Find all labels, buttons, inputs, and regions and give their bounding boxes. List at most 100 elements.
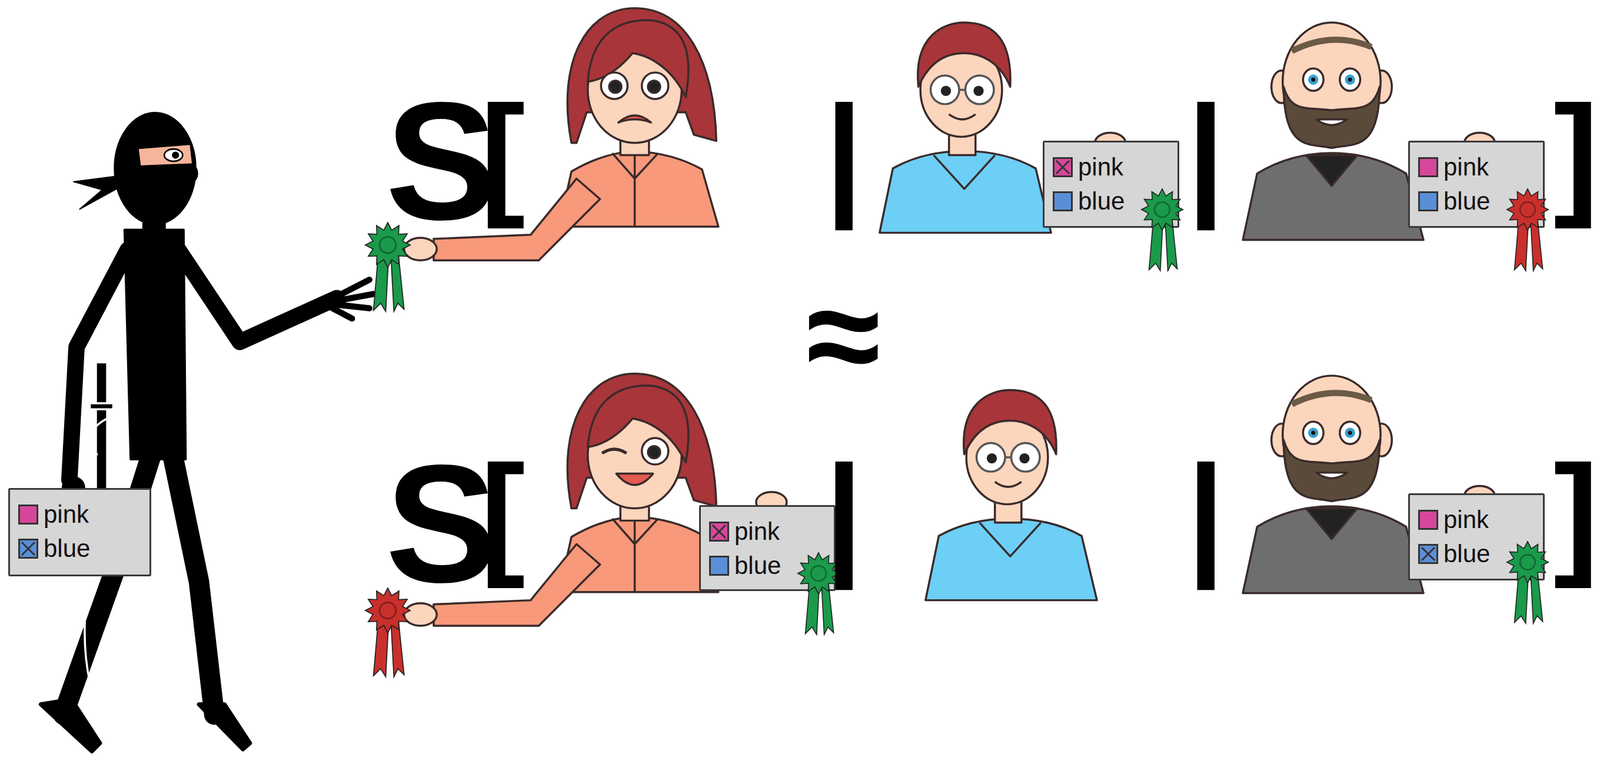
bearded-man bbox=[1291, 392, 1372, 404]
check-cross bbox=[1419, 545, 1437, 562]
ballot-option: pink bbox=[1052, 154, 1170, 181]
glasses-person bbox=[879, 22, 1126, 233]
bearded-man bbox=[1311, 77, 1316, 82]
bearded-man bbox=[1339, 421, 1361, 444]
glasses-person bbox=[949, 114, 976, 120]
bearded-man bbox=[1306, 508, 1358, 540]
bearded-man bbox=[1316, 119, 1347, 126]
woman-figure bbox=[567, 373, 717, 509]
separator-bar: | bbox=[1186, 85, 1225, 222]
ninja-figure bbox=[198, 703, 251, 749]
woman-figure bbox=[647, 80, 661, 93]
glasses-person bbox=[995, 481, 1022, 487]
bearded-man bbox=[1283, 86, 1380, 148]
ninja-figure bbox=[138, 144, 192, 166]
option-text: pink bbox=[1443, 506, 1489, 533]
ballot-option: pink bbox=[1418, 506, 1535, 533]
ballot-paper: pink blue bbox=[1408, 493, 1545, 581]
bearded-man bbox=[1344, 74, 1355, 85]
bracket: ] bbox=[1553, 85, 1599, 222]
checkbox bbox=[1418, 157, 1439, 178]
woman-figure bbox=[600, 72, 628, 99]
ballot-paper: pink blue bbox=[1042, 140, 1180, 228]
bearded-man bbox=[1306, 155, 1358, 186]
option-text: pink bbox=[734, 518, 780, 545]
award-ribbon bbox=[1141, 188, 1183, 271]
ballot-paper: pink blue bbox=[1408, 140, 1545, 228]
bracket: [ bbox=[480, 85, 526, 222]
glasses-person bbox=[1010, 443, 1040, 472]
woman-figure bbox=[616, 473, 653, 485]
bearded-man bbox=[1308, 427, 1319, 438]
glasses-person bbox=[959, 88, 966, 91]
option-text: pink bbox=[43, 501, 89, 528]
checkbox bbox=[1418, 509, 1439, 530]
check-cross bbox=[1054, 158, 1071, 176]
ninja-figure bbox=[40, 112, 374, 752]
bracket: [ bbox=[480, 445, 526, 581]
woman-figure bbox=[611, 152, 658, 227]
glasses-person bbox=[940, 85, 951, 96]
award-ribbon bbox=[1507, 541, 1549, 624]
glasses-person bbox=[965, 75, 994, 105]
bearded-man bbox=[1302, 68, 1324, 91]
check-cross bbox=[1421, 547, 1435, 561]
bearded-man bbox=[1308, 74, 1319, 85]
woman-figure bbox=[609, 80, 622, 93]
ballot-option: pink bbox=[709, 518, 826, 545]
woman-figure bbox=[642, 72, 669, 99]
ninja-figure bbox=[171, 151, 179, 159]
ninja-figure bbox=[178, 250, 337, 342]
check-cross bbox=[712, 524, 726, 538]
bearded-man bbox=[1242, 375, 1495, 593]
checkbox bbox=[1418, 543, 1439, 564]
bearded-man bbox=[1348, 430, 1353, 435]
option-text: blue bbox=[1443, 188, 1490, 215]
bracket: ] bbox=[1553, 445, 1599, 581]
woman-figure bbox=[587, 385, 689, 462]
woman-figure bbox=[642, 437, 669, 465]
woman-figure bbox=[601, 448, 627, 454]
ballot-option: pink bbox=[18, 501, 142, 528]
ballot-option: pink bbox=[1418, 154, 1535, 181]
checkbox bbox=[1052, 157, 1073, 178]
checkbox bbox=[18, 504, 39, 525]
option-text: blue bbox=[1078, 188, 1125, 215]
option-text: blue bbox=[43, 535, 91, 562]
ninja-figure bbox=[171, 448, 215, 715]
approx-sign: ≈ bbox=[806, 267, 881, 404]
woman-figure bbox=[647, 446, 661, 459]
bearded-man bbox=[1344, 427, 1355, 438]
glasses-person bbox=[976, 443, 1006, 472]
checkbox bbox=[1418, 191, 1439, 212]
bearded-man bbox=[1302, 421, 1324, 444]
glasses-person bbox=[1019, 453, 1030, 464]
checkbox bbox=[709, 521, 730, 542]
glasses-person bbox=[925, 518, 1097, 601]
separator-bar: | bbox=[825, 85, 863, 222]
ballot-option: blue bbox=[18, 535, 142, 562]
ninja-figure bbox=[164, 148, 183, 162]
ballot-paper: pinkblue bbox=[699, 504, 836, 591]
bearded-man bbox=[1348, 77, 1353, 82]
glasses-person bbox=[930, 75, 960, 105]
award-ribbon bbox=[1504, 538, 1552, 628]
award-ribbon bbox=[1138, 185, 1186, 276]
woman-figure bbox=[611, 518, 658, 592]
glasses-person bbox=[1005, 456, 1011, 458]
ninja-figure bbox=[40, 699, 101, 751]
separator-bar: | bbox=[1186, 445, 1225, 581]
woman-figure bbox=[618, 115, 651, 123]
check-cross bbox=[710, 523, 728, 540]
ninja-figure bbox=[73, 175, 123, 209]
bearded-man bbox=[1242, 152, 1424, 240]
woman-figure bbox=[567, 8, 717, 143]
bearded-man bbox=[1291, 39, 1372, 51]
option-text: blue bbox=[1443, 540, 1490, 567]
ninja-figure bbox=[90, 403, 114, 409]
glasses-person bbox=[986, 453, 997, 464]
bearded-man bbox=[1311, 430, 1316, 435]
checkbox bbox=[18, 538, 39, 559]
ninja-figure bbox=[114, 112, 196, 225]
